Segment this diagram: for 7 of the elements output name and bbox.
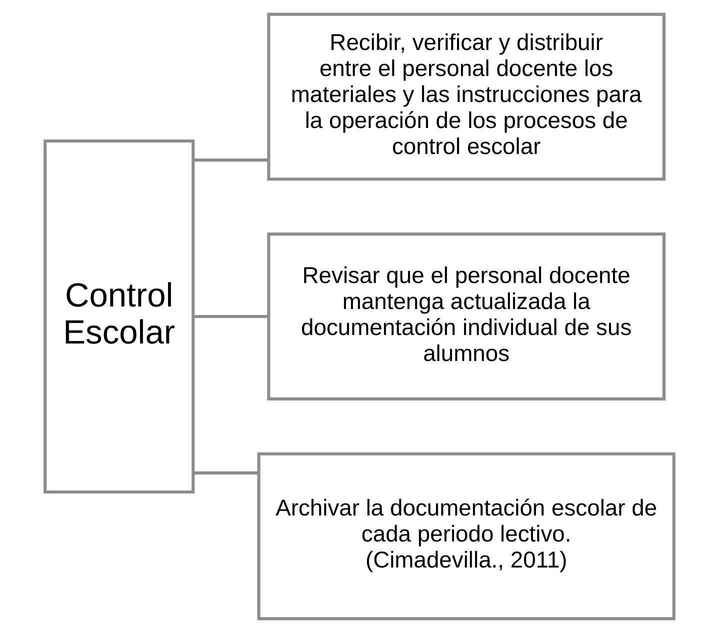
connector (193, 314, 268, 318)
node-box: Recibir, verificar y distribuir entre el personal docente los materiales y las instrucciones para la operación de los procesos de control escolar (267, 12, 666, 181)
node-box: Archivar la documentación escolar de cada periodo lectivo. (Cimadevilla., 2011) (257, 452, 676, 620)
connector (193, 158, 268, 162)
connector (193, 471, 258, 474)
node-box: Control Escolar (44, 139, 195, 494)
node-box: Revisar que el personal docente mantenga actualizada la documentación individual de sus alumnos (267, 232, 666, 400)
